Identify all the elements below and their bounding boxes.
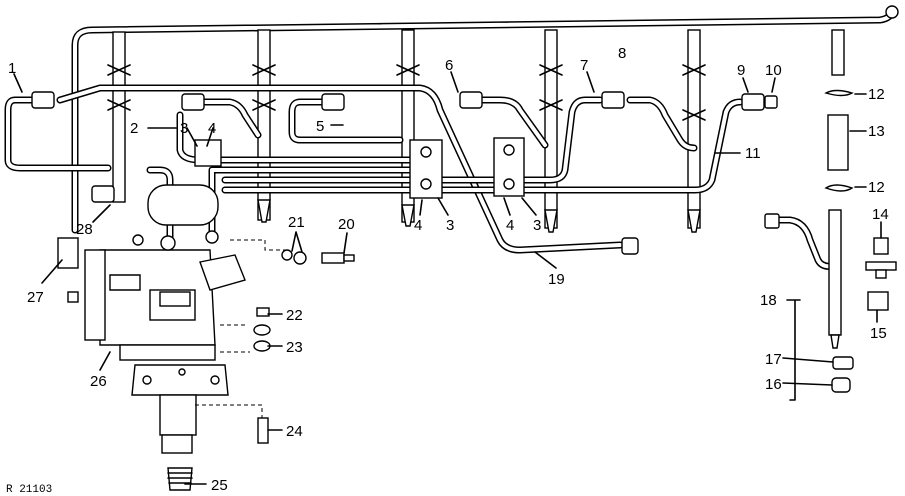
callout-18: 18 (760, 292, 777, 309)
line-fittings (31, 91, 778, 255)
nozzle-service-parts (764, 89, 897, 393)
leak-off-line (71, 5, 899, 234)
callout-3-clamp-b: 3 (533, 217, 541, 234)
callout-20: 20 (338, 216, 355, 233)
callout-28: 28 (76, 221, 93, 238)
callout-3-clamp-a: 3 (446, 217, 454, 234)
nozzle-5 (682, 29, 706, 233)
pump-hardware (195, 239, 355, 444)
nozzle-1 (107, 31, 131, 203)
callout-4: 4 (208, 120, 216, 137)
callout-8: 8 (618, 45, 626, 62)
callout-16: 16 (765, 376, 782, 393)
callout-2: 2 (130, 120, 138, 137)
injection-pump (57, 184, 246, 491)
callout-22: 22 (286, 307, 303, 324)
nozzle-4 (539, 29, 563, 233)
callout-23: 23 (286, 339, 303, 356)
callout-6: 6 (445, 57, 453, 74)
callout-26: 26 (90, 373, 107, 390)
callout-1: 1 (8, 60, 16, 77)
callout-7: 7 (580, 57, 588, 74)
callout-27: 27 (27, 289, 44, 306)
callout-5: 5 (316, 118, 324, 135)
callout-24: 24 (286, 423, 303, 440)
callout-15: 15 (870, 325, 887, 342)
figure-reference: R 21103 (6, 484, 52, 496)
callout-21: 21 (288, 214, 305, 231)
callout-14: 14 (872, 206, 889, 223)
callout-19: 19 (548, 271, 565, 288)
callout-4-clamp-a: 4 (414, 217, 422, 234)
callout-17: 17 (765, 351, 782, 368)
callout-12-top: 12 (868, 86, 885, 103)
callout-labels: 1 2 3 4 5 6 7 8 9 10 11 12 13 12 14 15 1… (6, 45, 889, 496)
callout-11: 11 (745, 145, 761, 162)
callout-13: 13 (868, 123, 885, 140)
callout-9: 9 (737, 62, 745, 79)
callout-10: 10 (765, 62, 782, 79)
callout-12-bottom: 12 (868, 179, 885, 196)
callout-25: 25 (211, 477, 228, 494)
callout-3: 3 (180, 120, 188, 137)
injection-lines (4, 84, 744, 254)
callout-leaders (13, 71, 882, 485)
nozzle-6 (831, 29, 845, 76)
callout-4-clamp-b: 4 (506, 217, 514, 234)
